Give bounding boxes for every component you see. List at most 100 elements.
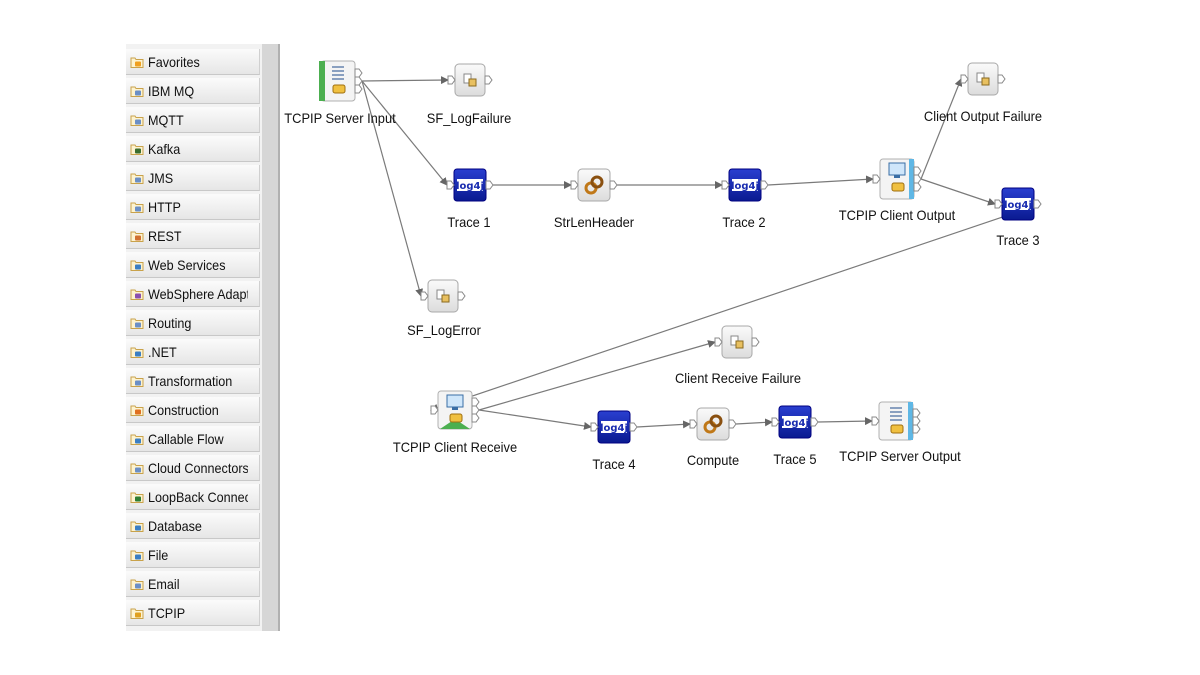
node-label-sf-logfailure[interactable]: SF_LogFailure bbox=[426, 110, 512, 126]
node-label-compute[interactable]: Compute bbox=[686, 452, 740, 468]
flow-node-tcpip-client-receive[interactable] bbox=[430, 390, 480, 430]
flow-node-trace5[interactable]: log4j bbox=[771, 405, 819, 439]
in-terminal[interactable] bbox=[430, 405, 439, 415]
out-terminal[interactable] bbox=[1033, 199, 1042, 209]
in-terminal[interactable] bbox=[714, 337, 723, 347]
palette-item-http[interactable]: HTTP bbox=[126, 194, 260, 220]
out-terminal[interactable] bbox=[751, 337, 760, 347]
out-terminal[interactable] bbox=[354, 84, 363, 94]
out-terminal[interactable] bbox=[471, 413, 480, 423]
flow-node-sf-logfailure[interactable] bbox=[447, 63, 493, 97]
connection-trace3-to-tcpip-client-receive[interactable] bbox=[430, 203, 1042, 412]
node-label-tcpip-server-output[interactable]: TCPIP Server Output bbox=[839, 448, 961, 464]
node-label-trace1[interactable]: Trace 1 bbox=[447, 214, 491, 230]
flow-node-trace1[interactable]: log4j bbox=[446, 168, 494, 202]
in-terminal[interactable] bbox=[689, 419, 698, 429]
flow-node-tcpip-server-output[interactable] bbox=[871, 401, 921, 441]
palette-item-routing[interactable]: Routing bbox=[126, 310, 260, 336]
out-terminal[interactable] bbox=[484, 75, 493, 85]
flow-node-trace4[interactable]: log4j bbox=[590, 410, 638, 444]
flow-node-compute[interactable] bbox=[689, 407, 737, 441]
palette-item-loopback-connect[interactable]: LoopBack Connect... bbox=[126, 484, 260, 510]
out-terminal[interactable] bbox=[810, 417, 819, 427]
flow-node-tcpip-server-input[interactable] bbox=[319, 60, 363, 102]
connection-trace2-to-tcpip-client-output[interactable] bbox=[767, 175, 874, 186]
in-terminal[interactable] bbox=[872, 174, 881, 184]
flow-node-strlenheader[interactable] bbox=[570, 168, 618, 202]
out-terminal[interactable] bbox=[912, 408, 921, 418]
out-terminal[interactable] bbox=[485, 180, 494, 190]
node-label-tcpip-client-receive[interactable]: TCPIP Client Receive bbox=[392, 439, 518, 455]
palette-item-tcpip[interactable]: TCPIP bbox=[126, 600, 260, 626]
palette-item-email[interactable]: Email bbox=[126, 571, 260, 597]
in-terminal[interactable] bbox=[994, 199, 1003, 209]
palette-item-database[interactable]: Database bbox=[126, 513, 260, 539]
palette-item-file[interactable]: File bbox=[126, 542, 260, 568]
palette-item-transformation[interactable]: Transformation bbox=[126, 368, 260, 394]
out-terminal[interactable] bbox=[760, 180, 769, 190]
out-terminal[interactable] bbox=[354, 68, 363, 78]
connection-trace4-to-compute[interactable] bbox=[636, 420, 691, 429]
flow-node-trace3[interactable]: log4j bbox=[994, 187, 1042, 221]
in-terminal[interactable] bbox=[960, 74, 969, 84]
flow-node-tcpip-client-output[interactable] bbox=[872, 158, 922, 200]
in-terminal[interactable] bbox=[590, 422, 599, 432]
in-terminal[interactable] bbox=[721, 180, 730, 190]
palette-item-websphere-adapters[interactable]: WebSphere Adapters bbox=[126, 281, 260, 307]
out-terminal[interactable] bbox=[471, 405, 480, 415]
connection-tcpip-server-input-to-trace1[interactable] bbox=[361, 80, 448, 186]
node-label-strlenheader[interactable]: StrLenHeader bbox=[553, 214, 635, 230]
out-terminal[interactable] bbox=[728, 419, 737, 429]
palette-item-rest[interactable]: REST bbox=[126, 223, 260, 249]
node-label-trace3[interactable]: Trace 3 bbox=[996, 232, 1040, 248]
palette-item-construction[interactable]: Construction bbox=[126, 397, 260, 423]
palette-item-favorites[interactable]: Favorites bbox=[126, 49, 260, 75]
palette-item-mqtt[interactable]: MQTT bbox=[126, 107, 260, 133]
node-label-tcpip-client-output[interactable]: TCPIP Client Output bbox=[838, 207, 956, 223]
out-terminal[interactable] bbox=[912, 416, 921, 426]
in-terminal[interactable] bbox=[771, 417, 780, 427]
node-label-sf-logerror[interactable]: SF_LogError bbox=[407, 322, 481, 338]
palette-item-callable-flow[interactable]: Callable Flow bbox=[126, 426, 260, 452]
in-terminal[interactable] bbox=[446, 180, 455, 190]
out-terminal[interactable] bbox=[457, 291, 466, 301]
node-label-trace5[interactable]: Trace 5 bbox=[773, 451, 817, 467]
palette-item-cloud-connectors[interactable]: Cloud Connectors bbox=[126, 455, 260, 481]
connection-tcpip-client-receive-to-client-receive-failure[interactable] bbox=[478, 340, 716, 411]
in-terminal[interactable] bbox=[420, 291, 429, 301]
connection-compute-to-trace5[interactable] bbox=[735, 418, 773, 427]
out-terminal[interactable] bbox=[609, 180, 618, 190]
connection-tcpip-server-input-to-sf-logfailure[interactable] bbox=[361, 76, 449, 85]
out-terminal[interactable] bbox=[913, 174, 922, 184]
flow-node-client-receive-failure[interactable] bbox=[714, 325, 760, 359]
palette-item-jms[interactable]: JMS bbox=[126, 165, 260, 191]
connection-trace5-to-tcpip-server-output[interactable] bbox=[817, 417, 873, 426]
out-terminal[interactable] bbox=[913, 166, 922, 176]
message-flow-canvas[interactable]: log4j log4j log4j log4j log4j bbox=[280, 44, 1060, 631]
in-terminal[interactable] bbox=[570, 180, 579, 190]
palette-splitter[interactable] bbox=[262, 44, 280, 631]
palette-item--net[interactable]: .NET bbox=[126, 339, 260, 365]
node-label-trace2[interactable]: Trace 2 bbox=[722, 214, 766, 230]
palette-item-web-services[interactable]: Web Services bbox=[126, 252, 260, 278]
node-label-client-output-failure[interactable]: Client Output Failure bbox=[923, 108, 1043, 124]
node-label-client-receive-failure[interactable]: Client Receive Failure bbox=[675, 370, 801, 386]
out-terminal[interactable] bbox=[629, 422, 638, 432]
out-terminal[interactable] bbox=[912, 424, 921, 434]
connection-tcpip-client-receive-to-trace4[interactable] bbox=[478, 409, 592, 430]
out-terminal[interactable] bbox=[997, 74, 1006, 84]
palette-item-kafka[interactable]: Kafka bbox=[126, 136, 260, 162]
out-terminal[interactable] bbox=[913, 182, 922, 192]
in-terminal[interactable] bbox=[447, 75, 456, 85]
flow-node-trace2[interactable]: log4j bbox=[721, 168, 769, 202]
connection-tcpip-server-input-to-sf-logerror[interactable] bbox=[361, 80, 424, 297]
flow-node-client-output-failure[interactable] bbox=[960, 62, 1006, 96]
out-terminal[interactable] bbox=[354, 76, 363, 86]
in-terminal[interactable] bbox=[871, 416, 880, 426]
connection-tcpip-client-output-to-client-output-failure[interactable] bbox=[920, 78, 963, 180]
flow-node-sf-logerror[interactable] bbox=[420, 279, 466, 313]
node-label-tcpip-server-input[interactable]: TCPIP Server Input bbox=[284, 110, 396, 126]
connection-tcpip-client-output-to-trace3[interactable] bbox=[920, 178, 996, 206]
node-label-trace4[interactable]: Trace 4 bbox=[592, 456, 636, 472]
palette-item-ibm-mq[interactable]: IBM MQ bbox=[126, 78, 260, 104]
